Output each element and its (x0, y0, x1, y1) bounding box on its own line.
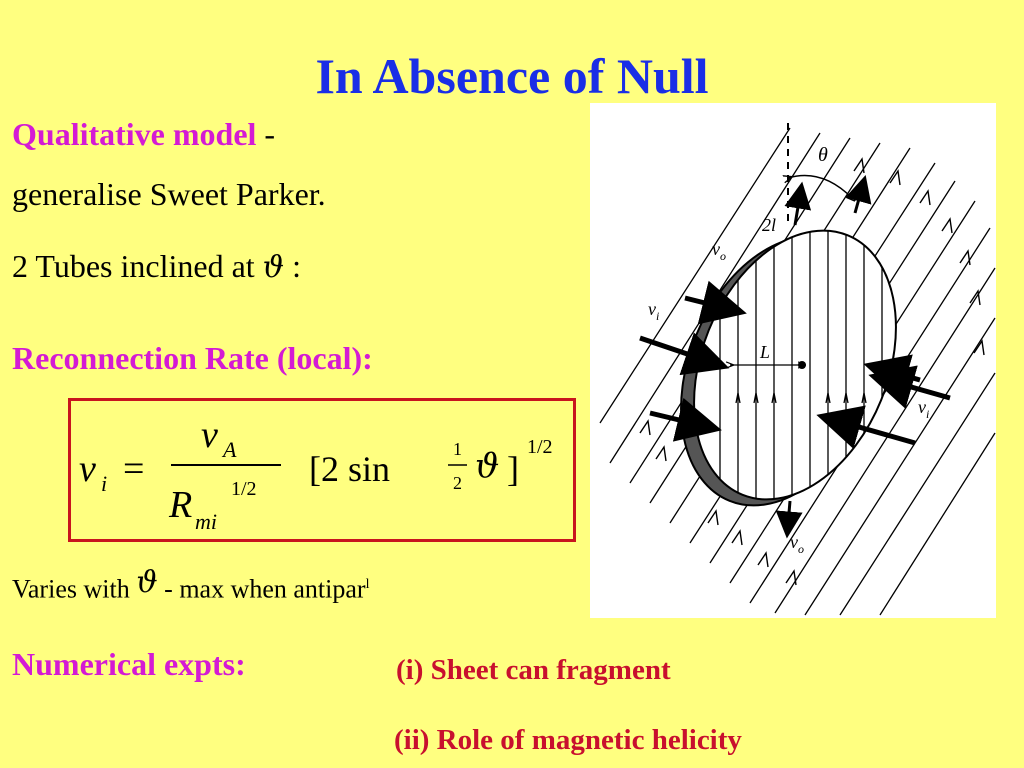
theta-symbol: ϑ (262, 250, 285, 285)
two-l-label: 2l (762, 215, 776, 235)
eq-lhs-v: v (79, 448, 96, 490)
varies-suffix: - max when antipar (157, 574, 366, 604)
vi-label-left: vi (648, 299, 659, 323)
reconnection-rate-heading: Reconnection Rate (local): (12, 340, 373, 376)
tubes-text: 2 Tubes inclined at (12, 248, 263, 284)
eq-equals: = (123, 448, 144, 490)
vo-bottom-v: v (790, 532, 798, 552)
varies-prefix: Varies with (12, 574, 137, 604)
eq-lhs-sub: i (101, 471, 107, 496)
eq-close-bracket: ] (507, 449, 519, 489)
model-description: generalise Sweet Parker. (12, 176, 326, 212)
diagram-svg: θ 2l vo vi L vi vo (599, 123, 996, 616)
vo-label-bottom: vo (790, 532, 804, 556)
model-line: Qualitative model - (12, 114, 275, 154)
vo-top-sub: o (720, 249, 726, 263)
varies-superscript: l (365, 577, 370, 592)
eq-bracket-text: [2 sin (309, 449, 390, 489)
field-arrows (639, 157, 985, 586)
center-point (798, 361, 806, 369)
numerical-heading: Numerical expts: (12, 646, 246, 682)
eq-half-den: 2 (453, 473, 462, 493)
tubes-colon: : (284, 248, 302, 284)
theta-arc (788, 174, 852, 199)
eq-outer-exp: 1/2 (527, 436, 553, 458)
inflow-arrows (639, 280, 951, 449)
vo-top-v: v (712, 239, 720, 259)
eq-half-num: 1 (453, 439, 462, 459)
vi-right-v: v (918, 397, 926, 417)
theta-label: θ (818, 144, 828, 166)
equation-box: v i = v A R mi 1/2 [2 sin 1 2 ϑ ] 1/2 (68, 398, 576, 542)
eq-den-sub: mi (195, 509, 217, 534)
outflow-arrows (775, 174, 872, 539)
finding-helicity: (ii) Role of magnetic helicity (394, 724, 742, 756)
finding-fragment: (i) Sheet can fragment (396, 654, 671, 686)
model-dash: - (256, 116, 276, 152)
vi-right-sub: i (926, 407, 929, 421)
vi-left-sub: i (656, 309, 659, 323)
eq-num-sub: A (221, 437, 237, 462)
varies-theta: ϑ (136, 564, 158, 600)
eq-num-v: v (201, 414, 218, 456)
varies-line: Varies with ϑ - max when antiparl (12, 565, 369, 610)
equation-svg: v i = v A R mi 1/2 [2 sin 1 2 ϑ ] 1/2 (79, 414, 553, 534)
model-label: Qualitative model (12, 116, 257, 152)
length-label: L (759, 342, 770, 362)
vi-left-v: v (648, 299, 656, 319)
vo-label-top: vo (712, 239, 726, 263)
vi-label-right: vi (918, 397, 929, 421)
eq-den-r: R (168, 484, 192, 526)
eq-den-exp: 1/2 (231, 478, 257, 500)
eq-theta: ϑ (475, 446, 499, 486)
slide-title: In Absence of Null (315, 48, 709, 104)
tubes-line: 2 Tubes inclined at ϑ : (12, 244, 301, 290)
vo-bottom-sub: o (798, 542, 804, 556)
reconnection-diagram: θ 2l vo vi L vi vo (590, 103, 996, 618)
